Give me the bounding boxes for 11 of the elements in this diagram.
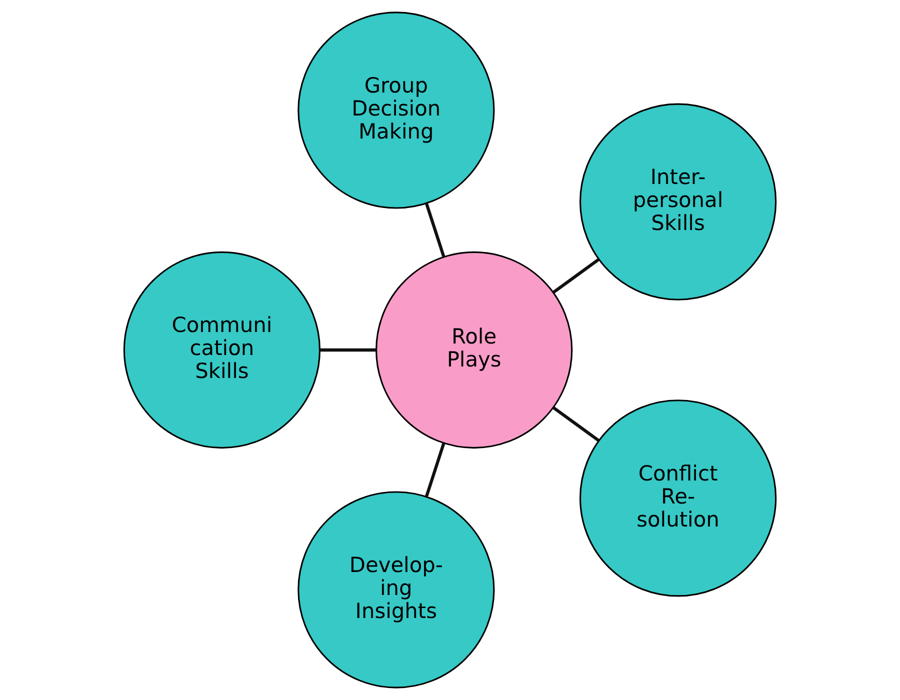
connector bbox=[552, 406, 600, 442]
node-circle: Communi cation Skills bbox=[123, 251, 321, 449]
connector bbox=[320, 348, 376, 352]
connector bbox=[425, 203, 446, 258]
connector bbox=[425, 442, 446, 497]
node-circle: Inter- personal Skills bbox=[579, 103, 777, 300]
node-circle: Develop- ing Insights bbox=[298, 491, 495, 688]
node-circle: Role Plays bbox=[376, 251, 573, 449]
node-circle: Group Decision Making bbox=[298, 12, 495, 209]
connector bbox=[552, 258, 600, 294]
node-circle: Conflict Re- solution bbox=[579, 400, 777, 597]
